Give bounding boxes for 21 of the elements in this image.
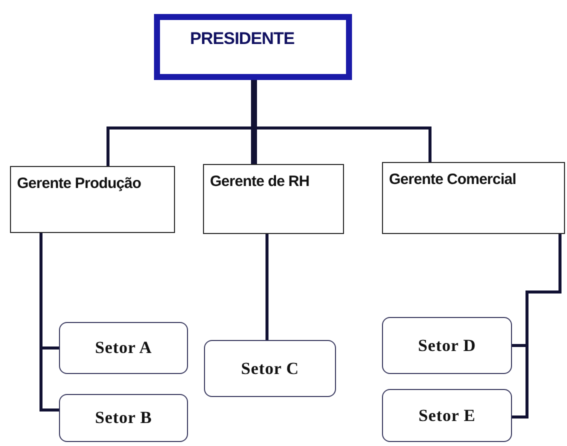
role-title: Setor E (418, 404, 476, 427)
role-box (10, 166, 175, 233)
role-title: Gerente Comercial (389, 170, 516, 190)
role-title: Gerente de RH (210, 172, 310, 192)
role-title: Setor C (241, 358, 299, 380)
connector-line (266, 234, 268, 340)
connector-line (251, 80, 257, 164)
sector-box (382, 389, 512, 442)
sector-box (382, 317, 512, 374)
role-title: Setor B (95, 407, 152, 430)
sector-box (59, 322, 188, 374)
role-box (382, 162, 565, 234)
role-box (203, 164, 344, 234)
sector-box (59, 394, 188, 442)
role-title: Setor A (95, 337, 152, 360)
role-title: PRESIDENTE (190, 28, 294, 50)
role-title: Setor D (418, 334, 476, 357)
role-title: Gerente Produção (17, 174, 142, 194)
role-box (154, 14, 352, 80)
connector-line (40, 233, 59, 412)
sector-box (204, 340, 336, 397)
